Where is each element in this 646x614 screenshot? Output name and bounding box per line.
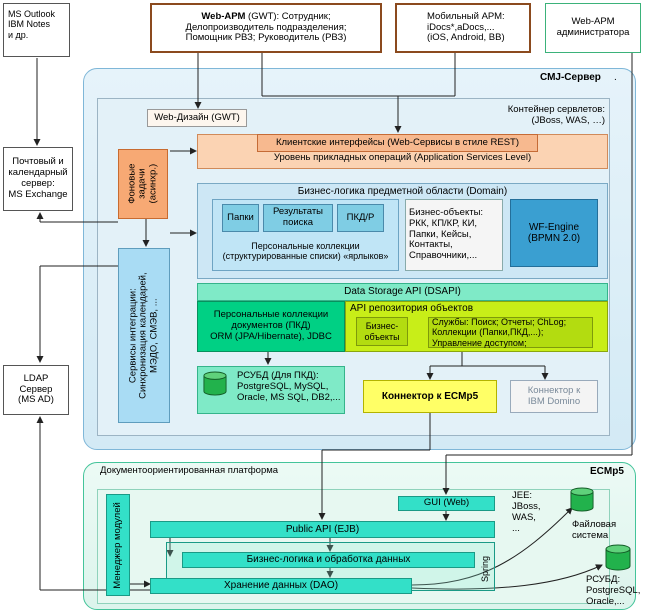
ecm-title: ECMp5 [590,466,624,477]
folders-box: Папки [222,204,259,232]
data-storage-dao: Хранение данных (DAO) [150,578,412,594]
connector-ecmp5: Коннектор к ECMp5 [363,380,497,413]
cmj-server-dot: . [614,72,617,83]
file-system-label: Файловая система [572,519,617,541]
rdbms-pkd-label: РСУБД (Для ПКД): PostgreSQL, MySQL, Orac… [237,370,341,403]
services-box: Службы: Поиск; Отчеты; ChLog; Коллекции … [428,317,593,348]
public-api-ejb: Public API (EJB) [150,521,495,538]
rdbms-label: РСУБД: PostgreSQL, Oracle,... [586,574,641,607]
file-system-icon [570,487,594,512]
connector-ibm-domino: Коннектор к IBM Domino [510,380,598,413]
web-arm-admin-box: Web-АРМ администратора [545,3,641,53]
web-arm-box: Web-АРМ (GWT): Сотрудник; Делопроизводит… [150,3,382,53]
ms-outlook-clients: MS Outlook IBM Notes и др. [3,3,70,57]
cmj-server-title: СМЈ-Сервер [540,72,601,83]
web-design-gwt: Web-Дизайн (GWT) [147,109,247,127]
integration-services: Сервисы интеграции: Синхронизация календ… [118,248,170,423]
module-manager: Менеджер модулей [106,494,130,596]
mobile-arm-box: Мобильный АРМ: iDocs*,aDocs,... (iOS, An… [395,3,531,53]
servlet-container-label: Контейнер сервлетов: (JBoss, WAS, …) [507,104,605,126]
background-tasks-label: Фоновые задачи (асинхр.) [126,163,159,205]
ldap-server: LDAP Сервер (MS AD) [3,365,69,415]
asl-label: Уровень прикладных операций (Application… [273,152,532,164]
search-results-box: Результаты поиска [263,204,333,232]
domain-logic-title: Бизнес-логика предметной области (Domain… [297,186,508,197]
spring-label: Spring [480,555,490,582]
gui-web: GUI (Web) [398,496,495,511]
database-icon [203,371,227,396]
business-objects-list: Бизнес-объекты: РКК, КП/КР, КИ, Папки, К… [405,199,503,271]
jee-label: JEE: JBoss, WAS, ... [512,490,541,534]
ecm-platform-label: Документоориентированная платформа [100,465,279,476]
data-storage-api: Data Storage API (DSAPI) [197,283,608,301]
rdbms-icon [605,544,631,571]
wf-engine: WF-Engine (BPMN 2.0) [510,199,598,267]
pkd-r-box: ПКД/Р [337,204,384,232]
module-manager-label: Менеджер модулей [111,501,123,589]
web-arm-title: Web-АРМ [201,10,246,22]
personal-collections-docs: Персональные коллекции документов (ПКД) … [197,301,345,352]
web-arm-desc: (GWT): Сотрудник; Делопроизводитель подр… [185,10,347,44]
background-tasks: Фоновые задачи (асинхр.) [118,149,168,219]
mail-calendar-server: Почтовый и календарный сервер: MS Exchan… [3,147,73,211]
personal-collections-labels: Персональные коллекции (структурированны… [222,241,389,262]
client-interfaces-rest-overlay: Клиентские интерфейсы (Web-Сервисы в сти… [257,134,538,152]
repository-api-title: API репозитория объектов [350,303,474,314]
business-logic-data: Бизнес-логика и обработка данных [182,552,475,568]
business-objects-box: Бизнес- объекты [356,317,408,346]
integration-services-label: Сервисы интеграции: Синхронизация календ… [127,272,160,399]
